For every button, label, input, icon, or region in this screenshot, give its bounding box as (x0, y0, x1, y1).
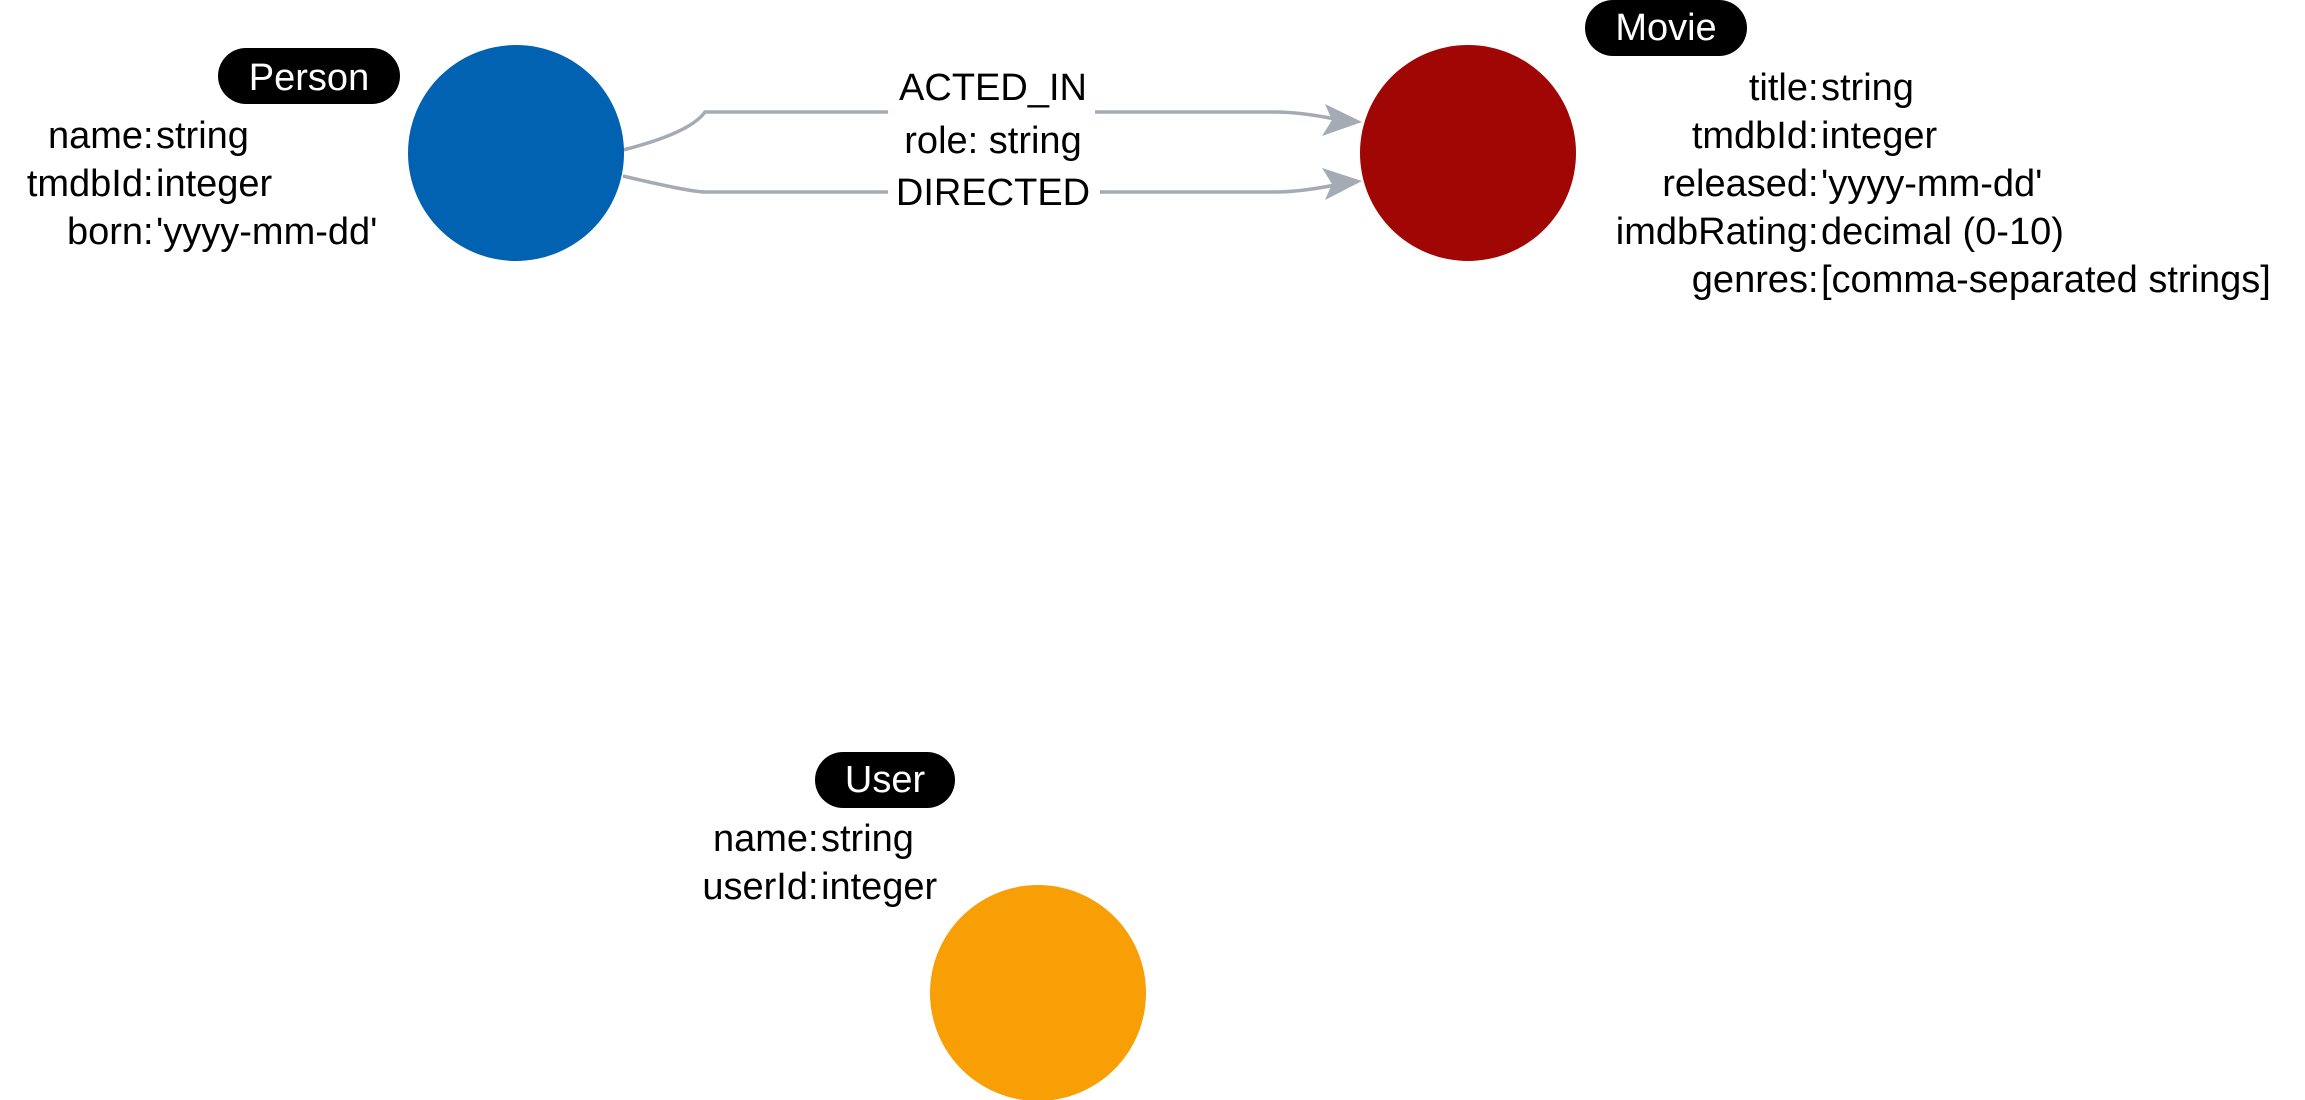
movie-label: Movie (1615, 7, 1716, 49)
arrowhead-directed (1322, 168, 1362, 200)
svg-text::: : (1808, 211, 1819, 253)
user-prop-type: string (821, 818, 914, 860)
person-prop-key: name (48, 115, 143, 157)
user-prop-type: integer (821, 866, 938, 908)
user-label-badge (815, 752, 955, 808)
person-prop-type: 'yyyy-mm-dd' (156, 211, 377, 253)
user-prop-key: name (713, 818, 808, 860)
movie-prop-key: title (1749, 67, 1808, 109)
svg-text::: : (143, 115, 154, 157)
movie-prop-type: string (1821, 67, 1914, 109)
svg-text::: : (143, 211, 154, 253)
svg-text::: : (808, 866, 819, 908)
svg-text::: : (143, 163, 154, 205)
person-prop-type: string (156, 115, 249, 157)
user-properties: name : string userId : integer (702, 818, 937, 908)
movie-properties: title : string tmdbId : integer released… (1616, 67, 2271, 301)
svg-text::: : (808, 818, 819, 860)
svg-text::: : (1808, 163, 1819, 205)
arrowhead-acted-in (1322, 104, 1362, 136)
svg-text::: : (1808, 259, 1819, 301)
person-label: Person (249, 57, 369, 99)
svg-text::: : (1808, 115, 1819, 157)
rel-label-acted-in: ACTED_IN (899, 67, 1087, 109)
user-node[interactable] (930, 885, 1146, 1100)
rel-label-directed: DIRECTED (896, 172, 1090, 214)
movie-prop-type: 'yyyy-mm-dd' (1821, 163, 2042, 205)
svg-text::: : (1808, 67, 1819, 109)
movie-prop-key: imdbRating (1616, 211, 1808, 253)
movie-node[interactable] (1360, 45, 1576, 261)
person-prop-key: born (67, 211, 143, 253)
edge-acted-in[interactable] (622, 104, 1362, 152)
rel-property-key: role (904, 120, 967, 162)
person-prop-key: tmdbId (27, 163, 143, 205)
person-properties: name : string tmdbId : integer born : 'y… (27, 115, 378, 253)
rel-property-type: string (989, 120, 1082, 162)
rel-property-role: role: string (904, 120, 1081, 162)
user-prop-key: userId (702, 866, 808, 908)
movie-prop-key: released (1662, 163, 1808, 205)
edge-directed[interactable] (622, 168, 1362, 200)
user-label: User (845, 759, 926, 801)
person-node[interactable] (408, 45, 624, 261)
movie-prop-key: tmdbId (1692, 115, 1808, 157)
person-label-badge (218, 48, 400, 104)
movie-label-badge (1585, 0, 1747, 56)
movie-prop-type: integer (1821, 115, 1938, 157)
movie-prop-type: [comma-separated strings] (1821, 259, 2271, 301)
movie-prop-type: decimal (0-10) (1821, 211, 2064, 253)
movie-prop-key: genres (1692, 259, 1808, 301)
person-prop-type: integer (156, 163, 273, 205)
